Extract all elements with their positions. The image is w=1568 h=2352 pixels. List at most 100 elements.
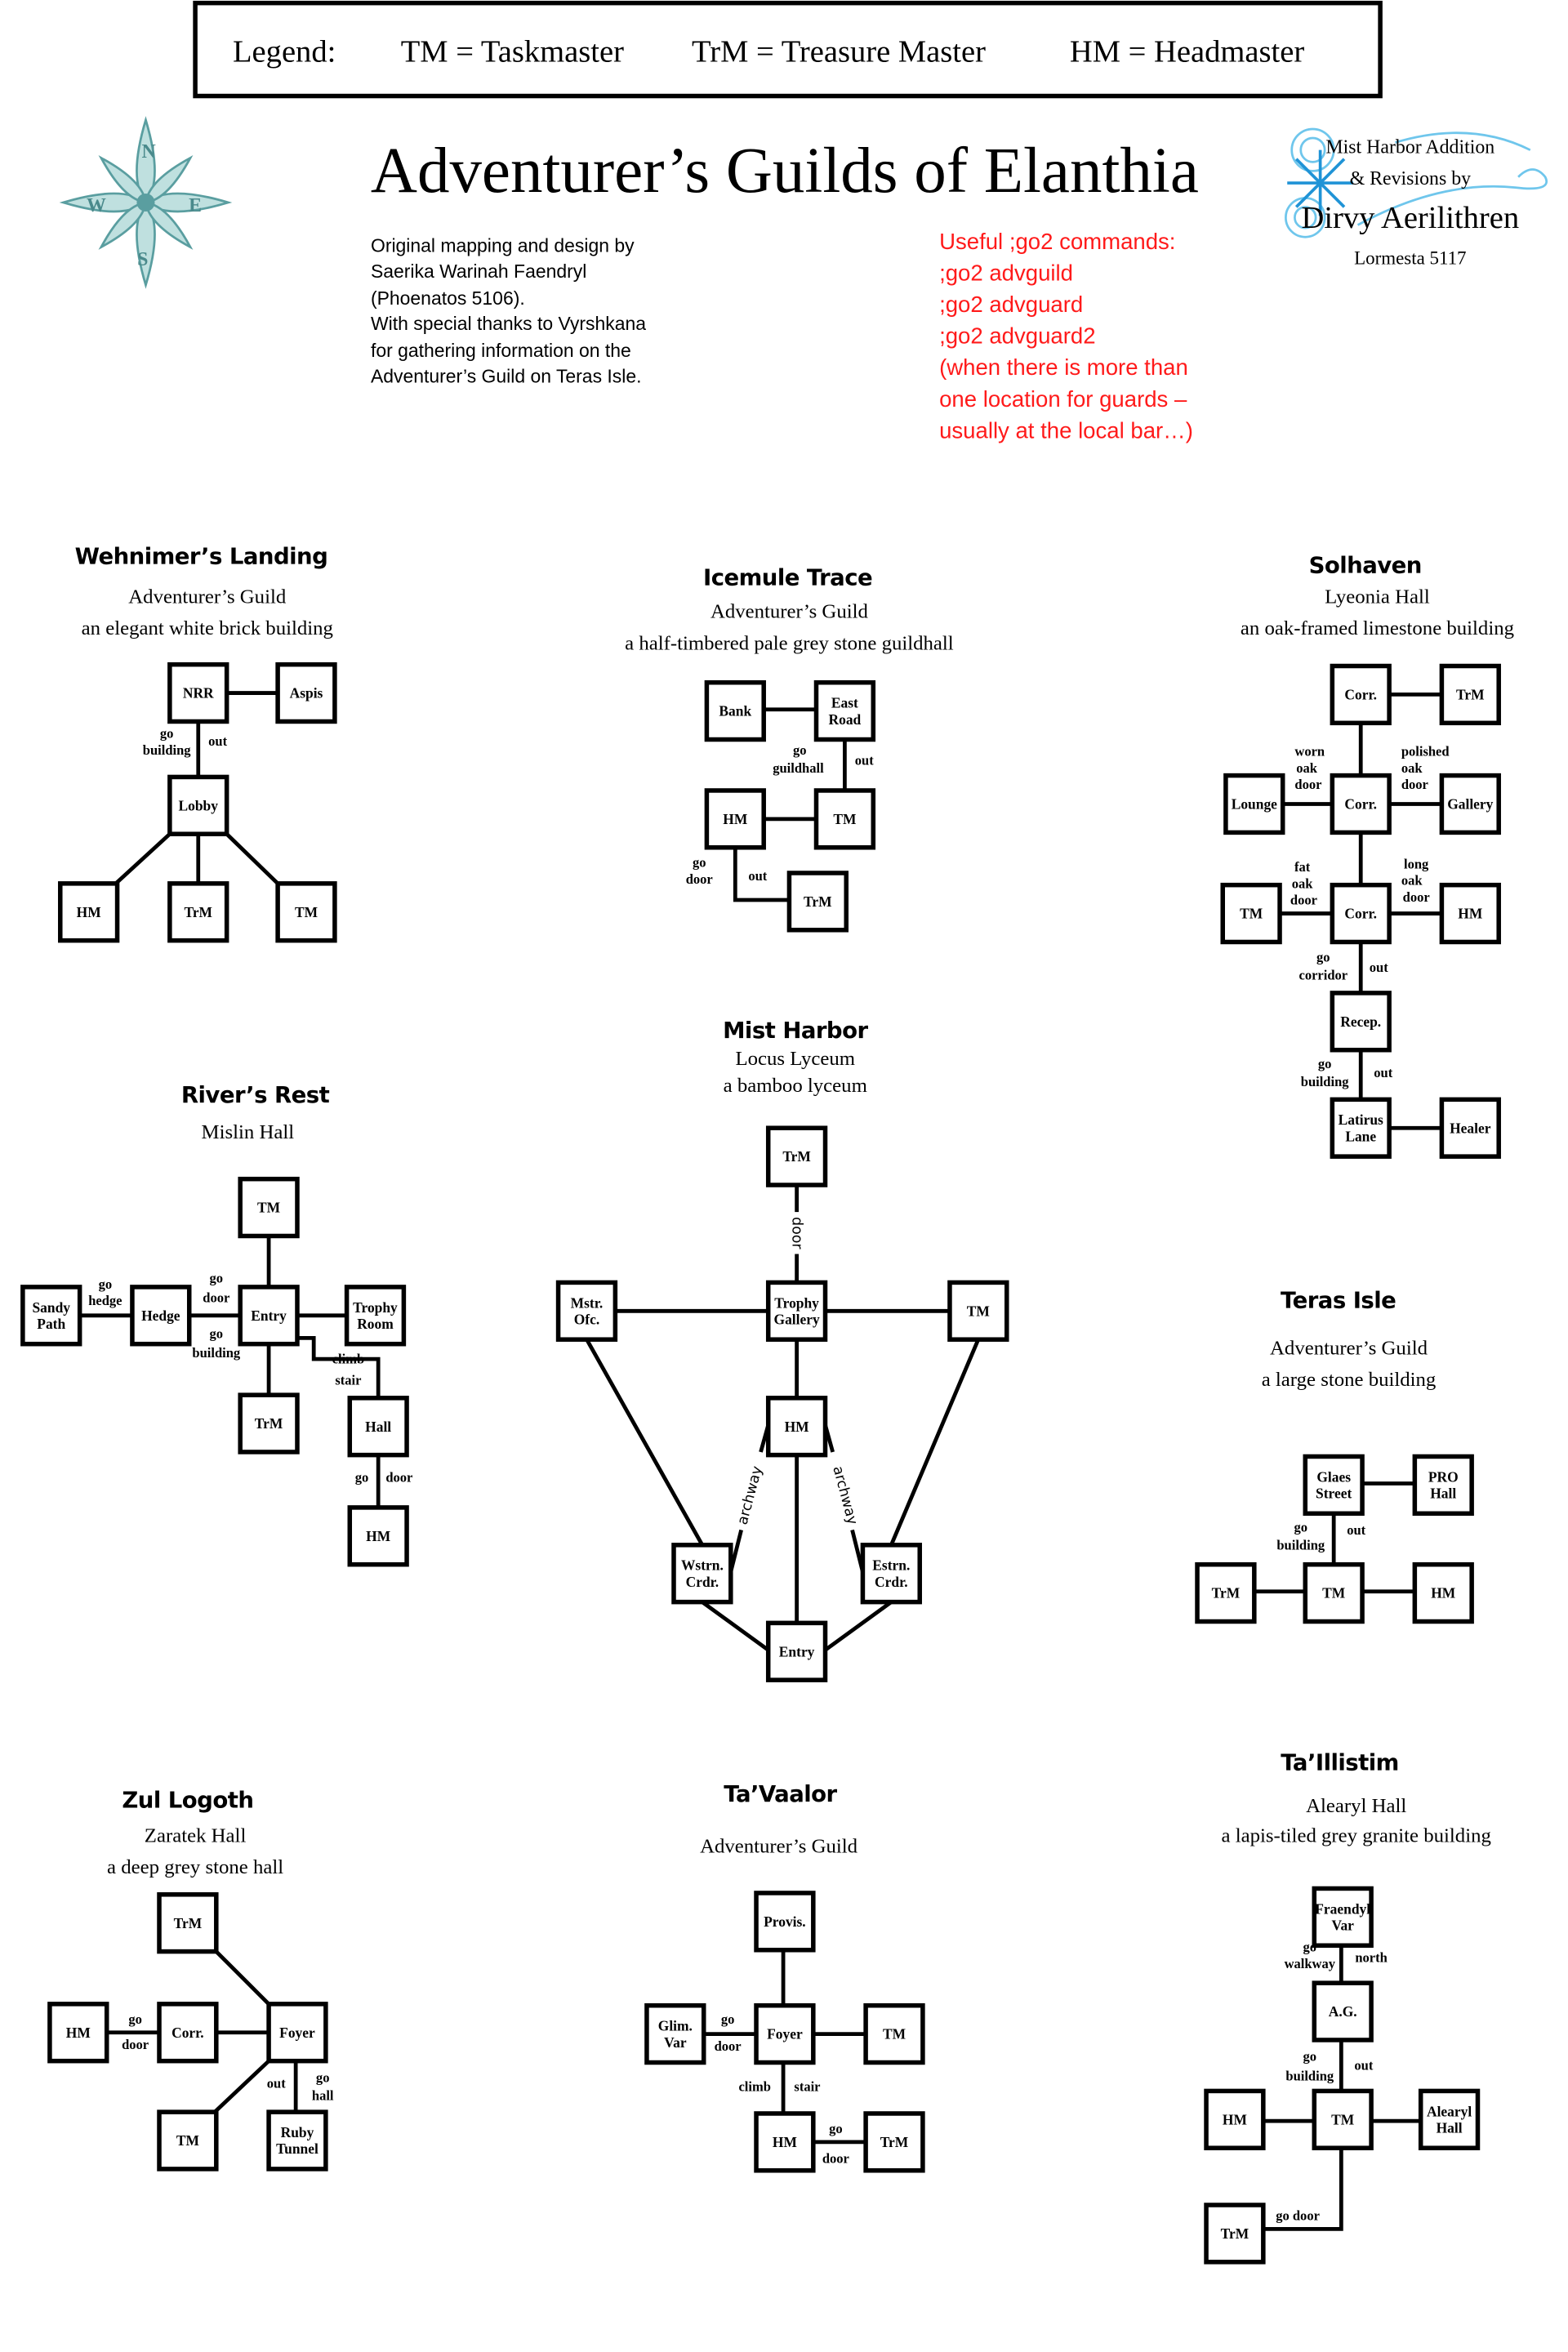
guild-hall-name: Adventurer’s Guild (700, 1835, 858, 1857)
room-hm: HM (1412, 1561, 1474, 1624)
legend-item-taskmaster: TM = Taskmaster (401, 34, 624, 69)
room-hm: HM (1439, 882, 1501, 945)
exit-command-label: out (1370, 960, 1388, 975)
room-label: Provis. (764, 1913, 806, 1930)
exit-command-label: go (316, 2069, 330, 2085)
guild-hall-name: Alearyl Hall (1306, 1795, 1406, 1817)
room-label: Recep. (1340, 1013, 1381, 1030)
room-label: TrM (184, 904, 212, 920)
revision-line: Mist Harbor Addition (1325, 136, 1494, 158)
room-mstr-ofc: Mstr.Ofc. (555, 1280, 618, 1342)
compass-rose-logo: N E S W (59, 116, 233, 289)
room-connection (1262, 2149, 1343, 2231)
exit-command-label: go (160, 726, 174, 742)
exit-command-label: archway (735, 1464, 766, 1526)
exit-command-label: oak (1296, 760, 1318, 776)
page-title: Adventurer’s Guilds of Elanthia (371, 136, 1199, 207)
credit-line: Original mapping and design by (371, 235, 635, 256)
room-box (765, 1125, 828, 1187)
room-box (555, 1280, 618, 1342)
room-box (1204, 2088, 1266, 2150)
room-trm: TrM (1195, 1561, 1257, 1624)
exit-command-label: building (1276, 1537, 1325, 1552)
exit-command-label: oak (1401, 760, 1423, 776)
exit-command-label: out (748, 868, 767, 884)
room-connection (701, 1600, 770, 1652)
room-trm: TrM (238, 1392, 300, 1454)
room-entry: Entry (238, 1285, 300, 1347)
exit-command-label: archway (829, 1464, 860, 1526)
room-hall: Hall (347, 1396, 409, 1458)
exit-command-label: climb (738, 2078, 770, 2094)
room-label: Var (664, 2034, 687, 2051)
room-box (765, 1396, 828, 1458)
exit-command-label: stair (335, 1372, 361, 1388)
room-hedge: Hedge (130, 1285, 192, 1347)
guild-town-title: Solhaven (1309, 553, 1422, 579)
guild-hall-name: Adventurer’s Guild (1270, 1338, 1428, 1360)
guild-town-title: Ta’Illistim (1281, 1749, 1399, 1775)
room-label: Lounge (1232, 796, 1277, 813)
room-label: Corr. (1344, 686, 1377, 702)
room-label: HM (1431, 1585, 1455, 1601)
room-box (1439, 773, 1501, 835)
room-box (1412, 1561, 1474, 1624)
room-label: Crdr. (686, 1574, 719, 1590)
compass-letter-e: E (189, 195, 202, 216)
room-label: Var (1331, 1918, 1354, 1934)
exit-command-label: go (355, 1470, 369, 1486)
room-box (58, 881, 120, 943)
room-label: Lobby (179, 797, 219, 813)
room-label: Ruby (281, 2124, 314, 2140)
guild-hall-name: Zaratek Hall (145, 1825, 247, 1847)
room-label: Bank (719, 703, 751, 719)
exit-command-label: out (267, 2076, 286, 2091)
legend-label: Legend: (233, 34, 336, 69)
command-line: ;go2 advguild (939, 260, 1073, 285)
room-label: Foyer (767, 2026, 803, 2042)
exit-command-label: go (1303, 1940, 1317, 1955)
guild-hall-name: Adventurer’s Guild (710, 601, 869, 623)
room-label: Path (37, 1316, 65, 1332)
room-label: HM (785, 1419, 809, 1435)
compass-letter-n: N (142, 141, 156, 163)
room-box (167, 881, 229, 943)
room-box (1303, 1454, 1365, 1517)
room-label: TM (1331, 2111, 1354, 2127)
room-box (238, 1285, 300, 1347)
room-label: PRO (1428, 1468, 1459, 1485)
room-label: Corr. (1344, 796, 1377, 813)
room-label: TM (257, 1200, 280, 1216)
exit-command-label: north (1355, 1949, 1387, 1965)
room-connection (213, 1949, 270, 2006)
exit-command-label: door (789, 1217, 805, 1250)
room-tm: TM (275, 881, 337, 943)
room-label: TM (1322, 1585, 1345, 1601)
room-tm: TM (1220, 882, 1282, 945)
room-label: Hedge (141, 1307, 180, 1324)
command-line: Useful ;go2 commands: (939, 229, 1175, 254)
room-box (344, 1285, 407, 1347)
room-label: Gallery (774, 1311, 820, 1327)
exit-command-label: fat (1294, 859, 1311, 875)
room-box (347, 1505, 409, 1567)
command-line: one location for guards – (939, 386, 1187, 412)
exit-command-label: door (822, 2151, 849, 2167)
room-box (754, 1891, 816, 1953)
guild-town-title: Zul Logoth (122, 1787, 253, 1813)
exit-command-label: go (128, 2011, 142, 2027)
room-label: HM (77, 904, 101, 920)
room-label: Trophy (353, 1299, 398, 1316)
room-box (947, 1280, 1009, 1342)
exit-command-label: corridor (1298, 967, 1348, 982)
room-box (157, 1892, 219, 1954)
room-label: Healer (1450, 1120, 1491, 1136)
room-label: TM (833, 811, 856, 827)
